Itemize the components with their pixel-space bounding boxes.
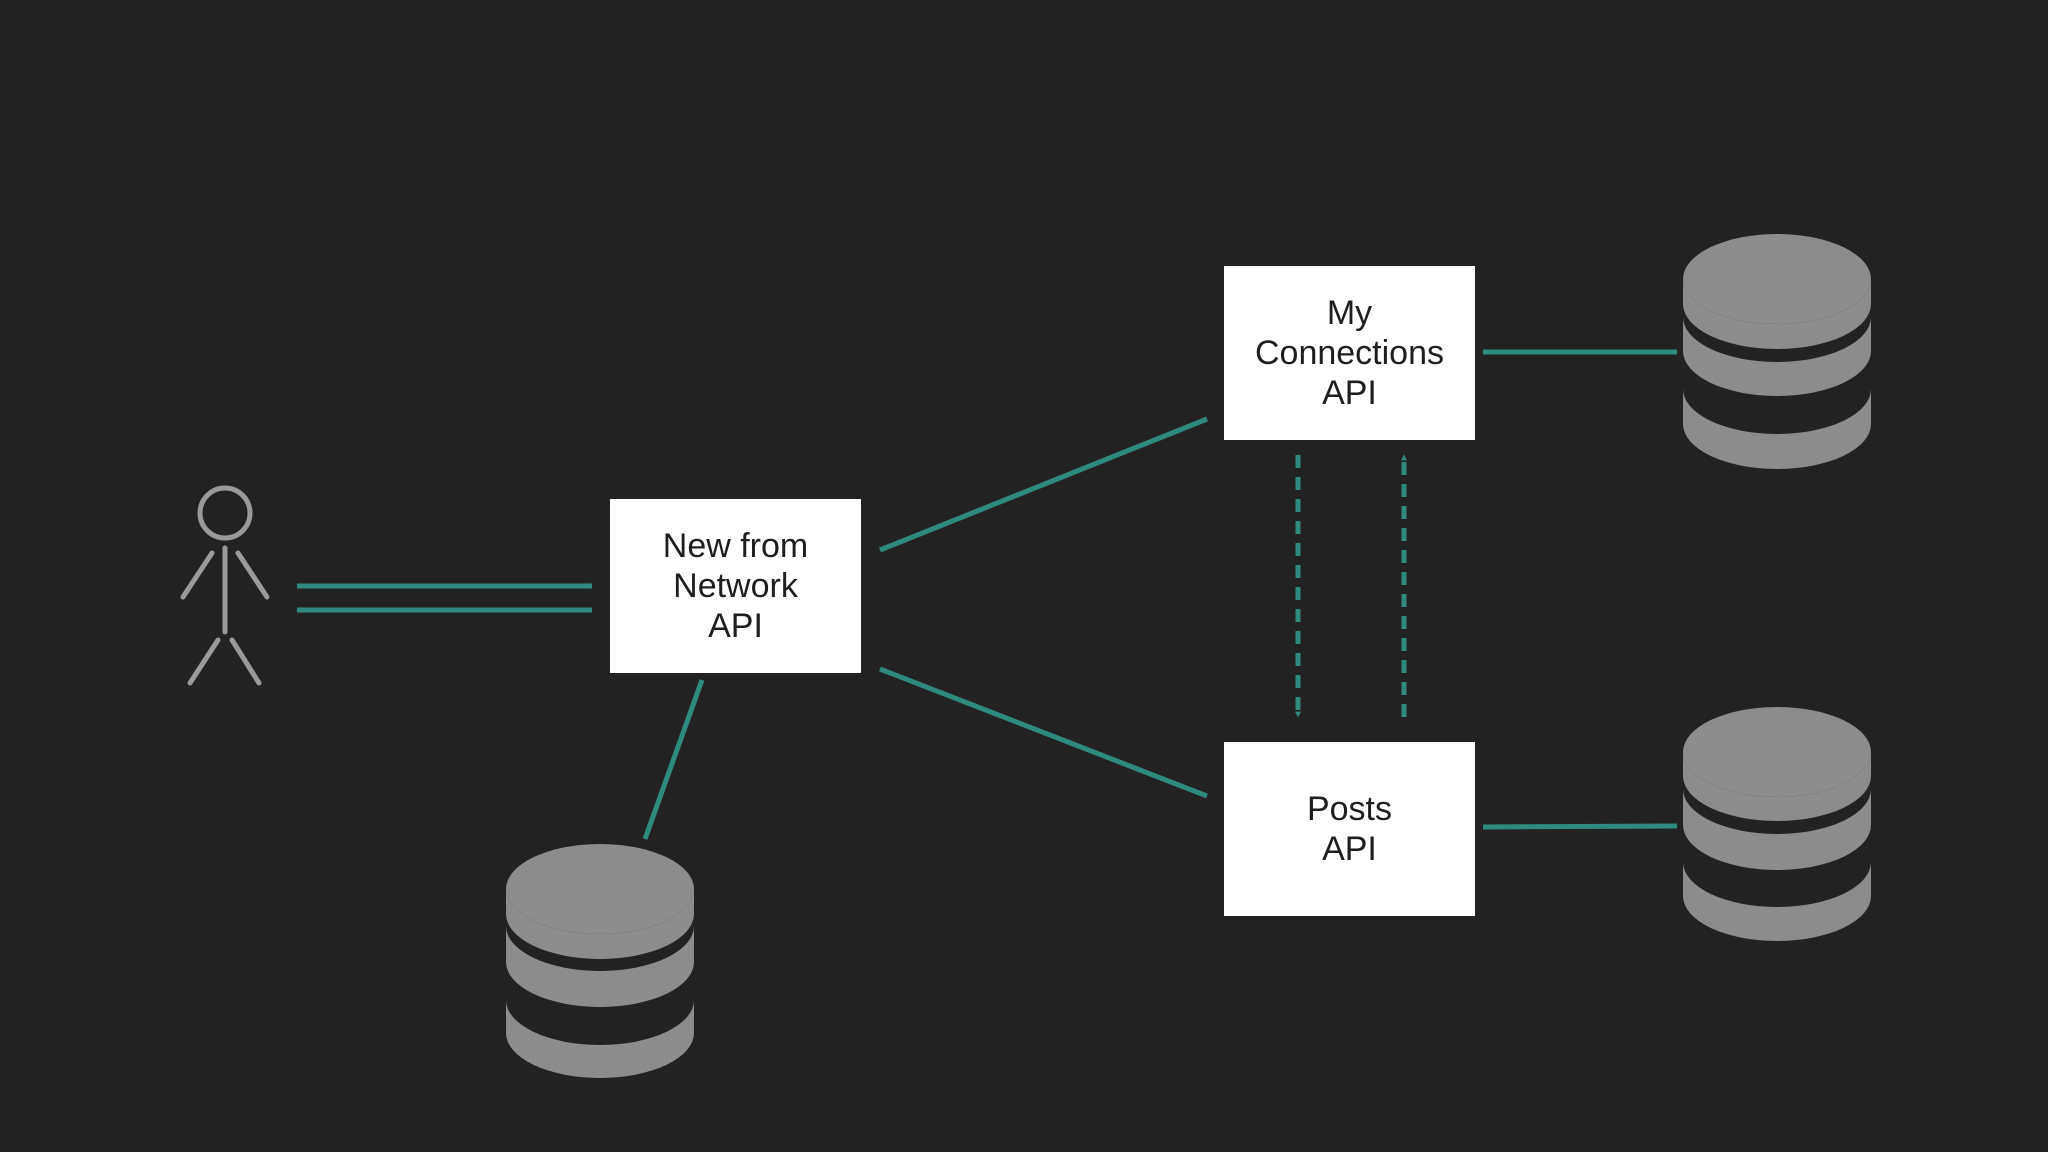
database-icon-posts [1683, 707, 1871, 941]
user-stick-figure-icon [180, 485, 270, 686]
posts-api-box: Posts API [1224, 742, 1475, 916]
posts-api-label: Posts API [1306, 790, 1393, 868]
edge-network-to-database [642, 679, 705, 840]
my-connections-api-label: My Connections API [1254, 294, 1444, 412]
edge-connections-to-network [879, 416, 1208, 553]
new-from-network-api-label: New from Network API [662, 527, 809, 645]
database-icon-connections [1683, 234, 1871, 469]
edge-posts-to-database [1482, 823, 1678, 830]
database-icon-network [506, 844, 694, 1078]
edge-posts-to-network [879, 666, 1208, 799]
my-connections-api-box: My Connections API [1224, 266, 1475, 440]
new-from-network-api-box: New from Network API [610, 499, 861, 673]
